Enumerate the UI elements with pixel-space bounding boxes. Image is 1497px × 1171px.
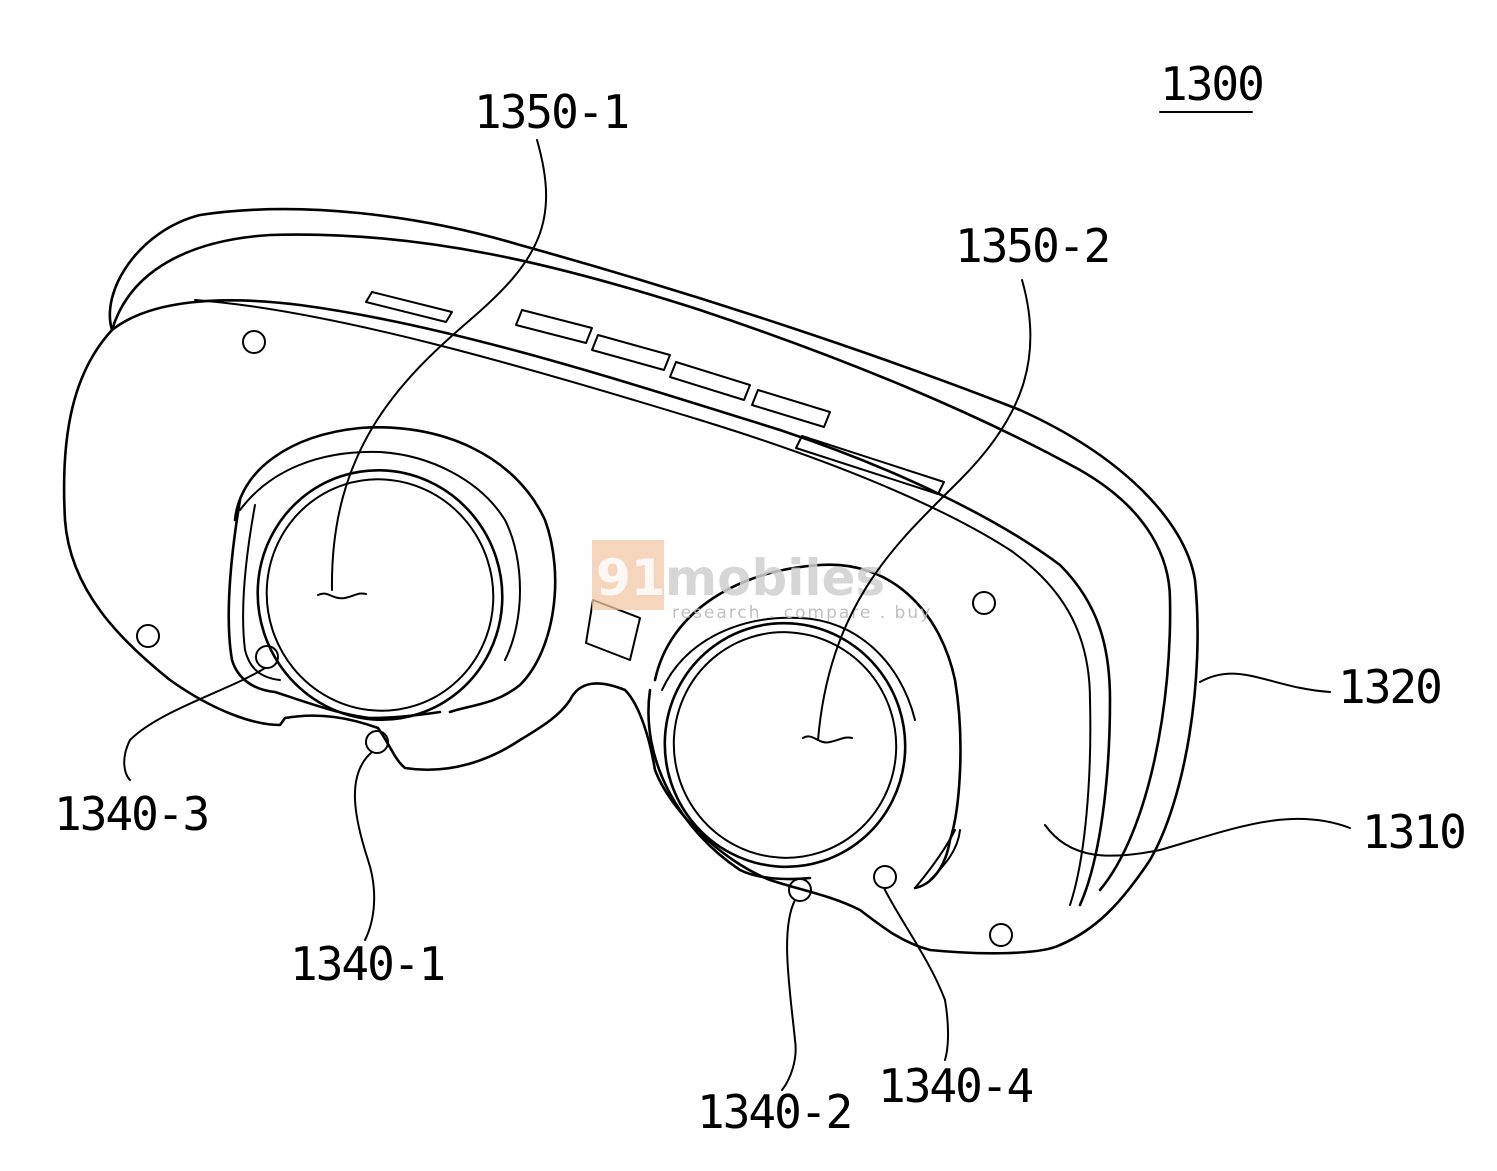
screw-holes — [136, 330, 1013, 947]
leader-lines — [123, 139, 1351, 1091]
left-lens-assembly — [227, 426, 557, 722]
label-1320: 1320 — [1338, 660, 1441, 714]
reference-labels: 1300 1350-1 1350-2 1320 1310 1340-3 1340… — [54, 57, 1467, 1139]
label-1340-1: 1340-1 — [290, 937, 444, 991]
right-lens-assembly — [647, 563, 962, 890]
watermark-brand: mobiles — [665, 549, 885, 607]
label-1300: 1300 — [1160, 57, 1263, 111]
label-1340-2: 1340-2 — [697, 1085, 851, 1139]
label-1340-4: 1340-4 — [878, 1059, 1032, 1113]
center-sensor — [585, 599, 641, 661]
label-1350-1: 1350-1 — [474, 85, 628, 139]
watermark: 91 mobiles research . compare . buy — [592, 540, 932, 623]
inner-face-band-top — [110, 299, 1112, 907]
leader-1310 — [1044, 817, 1351, 857]
leader-1340-4 — [883, 887, 949, 1061]
inner-face-band-inner — [194, 299, 1092, 906]
top-vents — [365, 291, 945, 495]
watermark-tagline: research . compare . buy — [672, 603, 932, 623]
eye-sensors — [255, 645, 897, 902]
label-1340-3: 1340-3 — [54, 787, 208, 841]
leader-1340-2 — [781, 899, 797, 1091]
label-1310: 1310 — [1362, 805, 1465, 859]
leader-1320 — [1199, 672, 1331, 693]
outer-housing-top-edge — [110, 233, 1172, 892]
leader-1340-3 — [123, 667, 266, 781]
label-1350-2: 1350-2 — [955, 219, 1109, 273]
inner-face-outline — [62, 328, 1062, 955]
leader-1350-1 — [330, 139, 548, 591]
leader-1340-1 — [354, 751, 376, 941]
leader-1350-2 — [817, 279, 1032, 741]
watermark-number: 91 — [596, 549, 666, 607]
outer-housing-outline — [108, 207, 1199, 947]
